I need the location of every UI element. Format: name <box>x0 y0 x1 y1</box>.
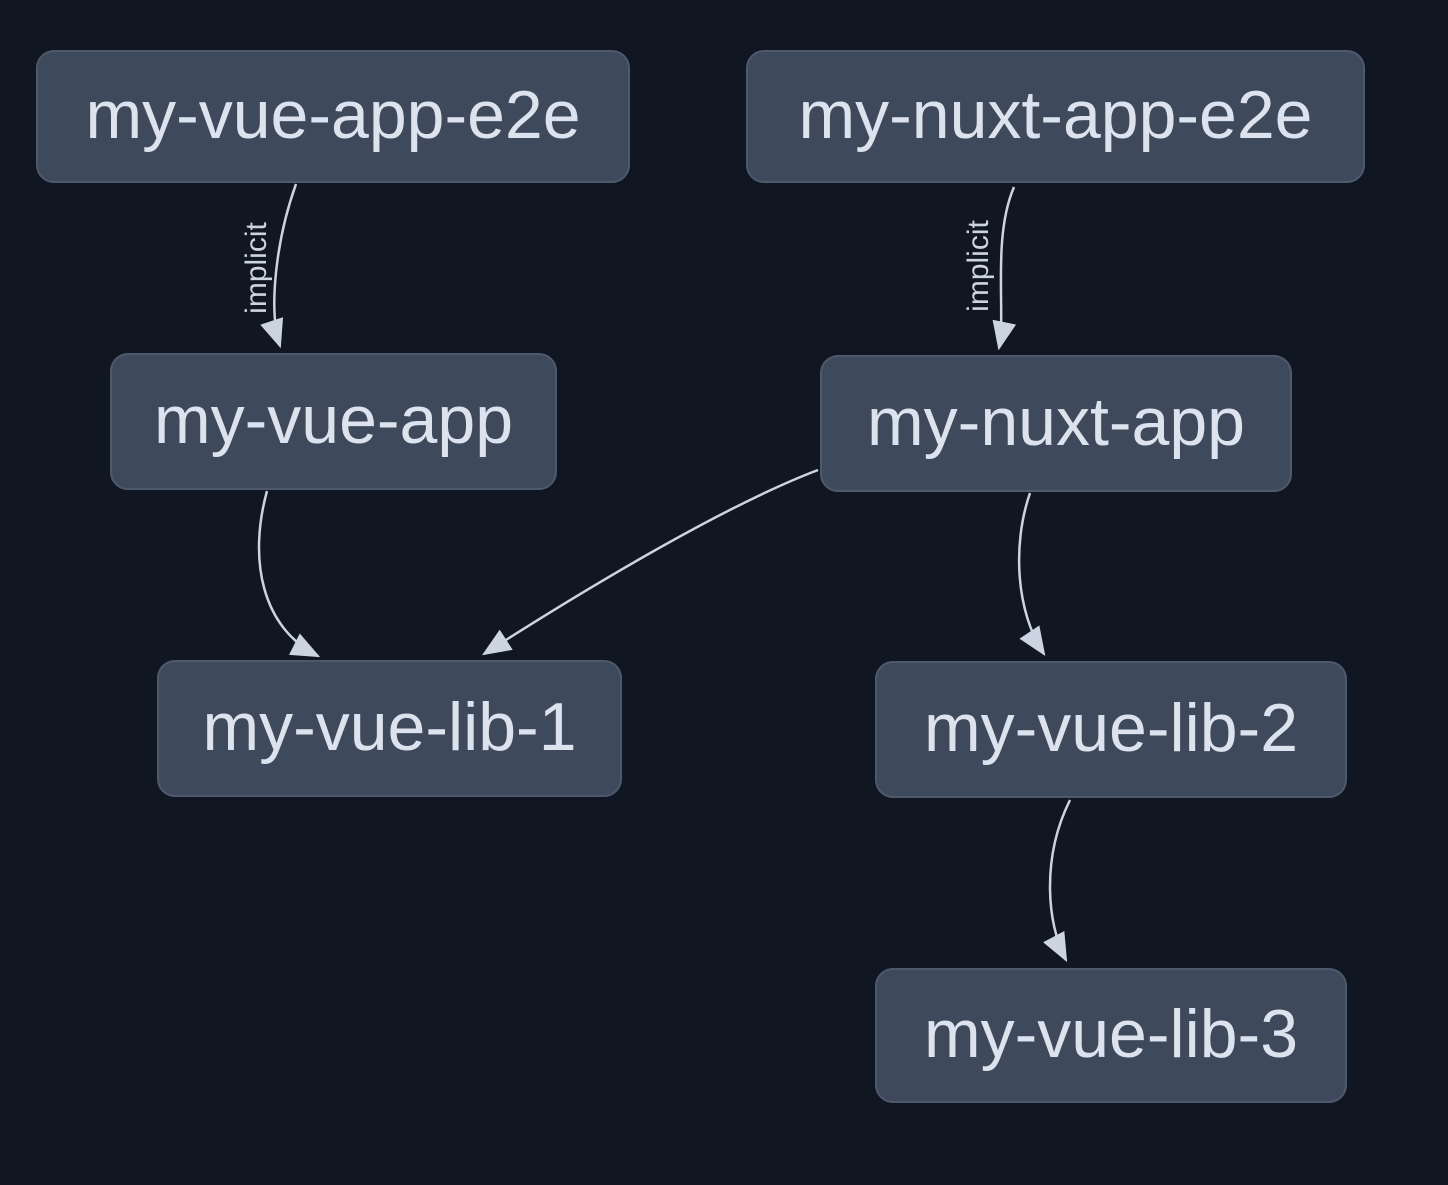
edge-my-nuxt-app-to-my-vue-lib-2 <box>1017 492 1046 656</box>
node-label: my-nuxt-app <box>867 383 1245 460</box>
edge-label-implicit: implicit <box>962 220 995 312</box>
edge-my-nuxt-app-e2e-to-my-nuxt-app <box>992 186 1017 351</box>
node-label: my-vue-lib-3 <box>923 995 1299 1072</box>
edge-my-vue-lib-2-to-my-vue-lib-3 <box>1043 799 1072 963</box>
node-label: my-vue-app <box>153 381 514 458</box>
edge-my-vue-app-e2e-to-my-vue-app <box>260 183 298 349</box>
node-my-vue-app[interactable]: my-vue-app <box>110 353 557 490</box>
node-label: my-vue-lib-2 <box>923 689 1299 766</box>
node-my-vue-lib-3[interactable]: my-vue-lib-3 <box>875 968 1347 1103</box>
node-label: my-nuxt-app-e2e <box>798 76 1313 153</box>
node-label: my-vue-app-e2e <box>85 76 581 153</box>
node-my-vue-lib-2[interactable]: my-vue-lib-2 <box>875 661 1347 798</box>
edge-my-nuxt-app-to-my-vue-lib-1 <box>481 468 819 656</box>
node-my-vue-lib-1[interactable]: my-vue-lib-1 <box>157 660 622 797</box>
node-my-nuxt-app[interactable]: my-nuxt-app <box>820 355 1292 492</box>
edge-label-implicit: implicit <box>240 222 273 314</box>
node-my-vue-app-e2e[interactable]: my-vue-app-e2e <box>36 50 630 183</box>
node-label: my-vue-lib-1 <box>202 688 577 765</box>
node-my-nuxt-app-e2e[interactable]: my-nuxt-app-e2e <box>746 50 1365 183</box>
edge-my-vue-app-to-my-vue-lib-1 <box>257 490 321 658</box>
